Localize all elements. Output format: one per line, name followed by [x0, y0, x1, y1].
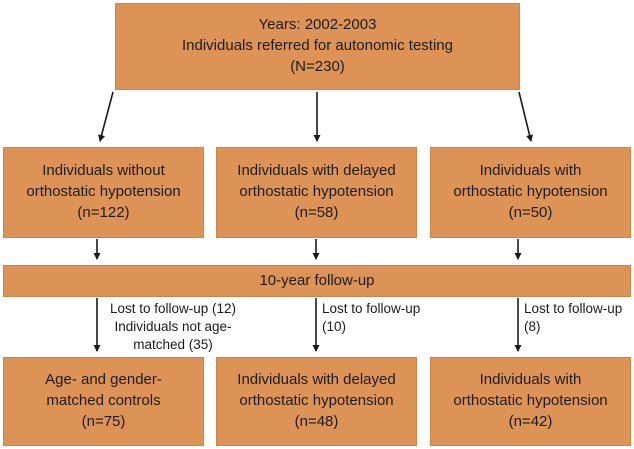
- with-oh-box: Individuals with orthostatic hypotension…: [430, 147, 631, 238]
- followup-bar: 10-year follow-up: [3, 265, 631, 297]
- delayed-oh-box: Individuals with delayed orthostatic hyp…: [216, 147, 417, 238]
- delayed-oh-attrition-label: Lost to follow-up (10): [322, 301, 421, 334]
- without-oh-box: Individuals without orthostatic hypotens…: [3, 147, 204, 238]
- with-oh-followup-box: Individuals with orthostatic hypotension…: [430, 357, 631, 446]
- matched-controls-box: Age- and gender- matched controls (n=75): [3, 357, 204, 446]
- referral-box: Years: 2002-2003 Individuals referred fo…: [115, 3, 520, 90]
- controls-attrition-label: Lost to follow-up (12) Individuals not a…: [109, 301, 237, 352]
- delayed-oh-followup-box: Individuals with delayed orthostatic hyp…: [216, 357, 417, 446]
- with-oh-attrition-label: Lost to follow-up (8): [524, 301, 623, 334]
